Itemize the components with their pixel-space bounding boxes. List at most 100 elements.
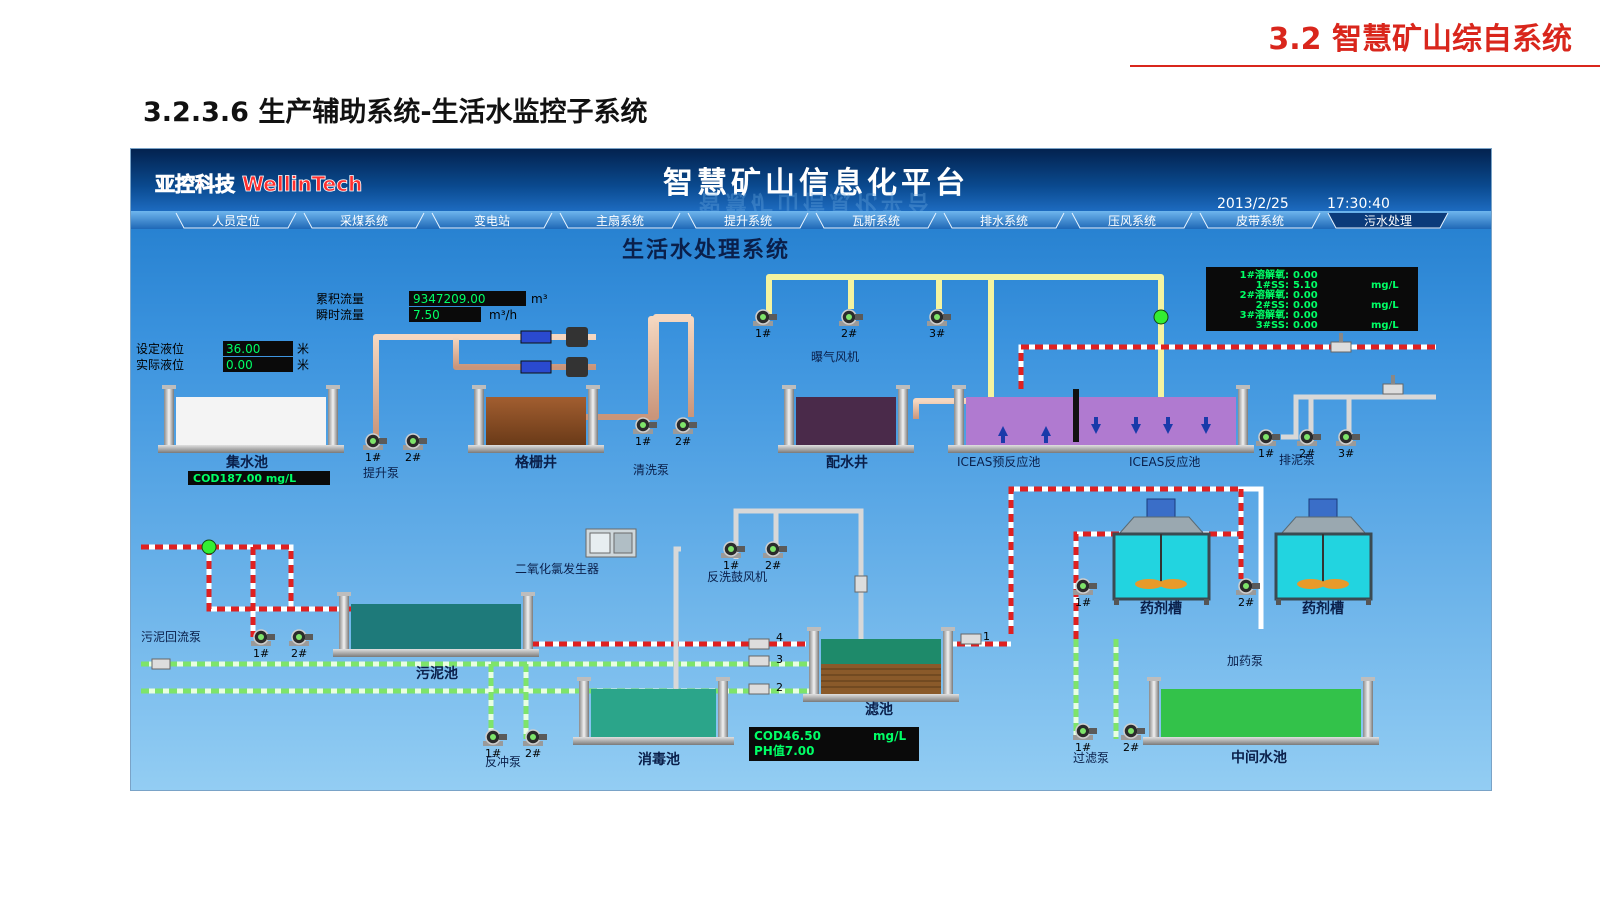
tank-distribute[interactable] [778, 385, 914, 453]
nav-tab-label: 皮带系统 [1236, 214, 1284, 228]
nav-bar [131, 211, 1491, 229]
tank-filter-label: 滤池 [865, 701, 893, 718]
tank-collect-label: 集水池 [225, 454, 268, 471]
actual-level-unit: 米 [297, 358, 309, 372]
dosing-pump-2[interactable]: 2# [1236, 578, 1260, 609]
blower-3[interactable]: 3# [927, 309, 951, 340]
filter-pump-2[interactable]: 2# [1121, 723, 1145, 754]
header-date: 2013/2/25 [1217, 196, 1289, 212]
tank-middle[interactable] [1143, 677, 1379, 745]
nav-tab-1[interactable]: 采煤系统 [303, 212, 425, 229]
app-logo: 亚控科技 WellinTech [155, 172, 362, 196]
nav-tab-0[interactable]: 人员定位 [175, 212, 297, 229]
pump-number: 2# [405, 451, 421, 464]
tank-collect[interactable] [158, 385, 344, 453]
tank-grid-label: 格栅井 [515, 454, 557, 471]
tank-grid[interactable] [468, 385, 604, 453]
pump-number: 2# [765, 559, 781, 572]
return-pump-2[interactable]: 2# [289, 629, 313, 660]
tank-sludge[interactable] [333, 592, 539, 657]
nav-tab-3[interactable]: 主扇系统 [559, 212, 681, 229]
dosing-pump-1[interactable]: 1# [1073, 578, 1097, 609]
backwash-blower-1[interactable]: 1# [721, 541, 745, 572]
pump-number: 1# [723, 559, 739, 572]
tank-middle-label: 中间水池 [1231, 749, 1287, 766]
outflow-cod-label: COD46.50 [754, 729, 821, 743]
nav-tab-2[interactable]: 变电站 [431, 212, 553, 229]
quality-unit: mg/L [1371, 300, 1399, 311]
blower-1[interactable]: 1# [753, 309, 777, 340]
tank-disinfect[interactable] [573, 677, 734, 745]
valve-drain-2[interactable] [1382, 375, 1404, 395]
tank-labels: 集水池 格栅井 配水井 污泥池 消毒池 滤池 中间水池 药剂槽 药剂槽 [225, 454, 1344, 768]
pump-number: 1# [253, 647, 269, 660]
quality-unit: mg/L [1371, 320, 1399, 331]
backflush-pump-1[interactable]: 1# [483, 729, 507, 760]
cod-collect-box [188, 471, 330, 485]
quality-label: 2#SS: [1256, 300, 1289, 311]
quality-label: 1#SS: [1256, 280, 1289, 291]
grey-pipes [673, 394, 1436, 744]
valve-label-2: 2 [776, 681, 783, 694]
cumulative-flow-unit: m³ [531, 292, 548, 306]
valve-label-3: 3 [776, 653, 783, 666]
backwash-blower-label: 反洗鼓风机 [707, 570, 767, 584]
valve-drain-1[interactable] [1330, 333, 1352, 353]
valve-return-green[interactable] [201, 539, 217, 555]
pump-number: 1# [755, 327, 771, 340]
chlorine-dioxide-generator[interactable] [585, 528, 637, 558]
instant-flow-unit: m³/h [489, 308, 517, 322]
nav-tab-5[interactable]: 瓦斯系统 [815, 212, 937, 229]
nav-tab-7[interactable]: 压风系统 [1071, 212, 1193, 229]
tank-iceas-pre-label: ICEAS预反应池 [957, 454, 1040, 469]
nav-tabs: 人员定位采煤系统变电站主扇系统 提升系统 瓦斯系统 排水系统压风系统 皮带系统 污水处理 [175, 212, 1449, 229]
valve-left-green[interactable] [151, 658, 171, 670]
tank-filter[interactable] [803, 627, 959, 702]
valve-filter-2[interactable] [748, 683, 770, 695]
outflow-ph: PH值7.00 [754, 743, 814, 758]
wash-pump-1[interactable]: 1# [633, 417, 657, 448]
pump-number: 1# [1258, 447, 1274, 460]
wash-pump-2[interactable]: 2# [673, 417, 697, 448]
filter-pump-1[interactable]: 1# [1073, 723, 1097, 754]
valve-filter-4[interactable] [748, 638, 770, 650]
quality-row-0: 1#溶解氧: 0.00 [1240, 268, 1318, 281]
valve-air-green[interactable] [1153, 309, 1169, 325]
lift-pump-2[interactable]: 2# [403, 433, 427, 464]
nav-tab-4[interactable]: 提升系统 [687, 212, 809, 229]
nav-tab-9[interactable]: 污水处理 [1327, 212, 1449, 229]
drain-pump-1[interactable]: 1# [1256, 429, 1280, 460]
backflush-pump-2[interactable]: 2# [523, 729, 547, 760]
platform-title-reflection: 智慧矿山信息化平台 [699, 189, 933, 215]
valves [151, 309, 1404, 695]
valve-backwash-air[interactable] [854, 575, 868, 593]
outflow-cod-unit: mg/L [873, 729, 906, 743]
chem-tank-1[interactable] [1112, 498, 1211, 605]
app-header [131, 149, 1491, 211]
quality-value: 0.00 [1293, 310, 1318, 321]
quality-label: 1#溶解氧: [1240, 268, 1289, 281]
nav-tab-label: 提升系统 [724, 213, 772, 228]
quality-value: 0.00 [1293, 270, 1318, 281]
nav-tab-label: 瓦斯系统 [852, 214, 900, 228]
blower-2[interactable]: 2# [839, 309, 863, 340]
return-pump-1[interactable]: 1# [251, 629, 275, 660]
valve-label-4: 4 [776, 631, 783, 644]
valve-filter-3[interactable] [748, 655, 770, 667]
quality-row-2: 2#溶解氧:0.00 [1240, 288, 1318, 301]
tank-sludge-label: 污泥池 [416, 665, 458, 682]
quality-label: 3#溶解氧: [1240, 308, 1289, 321]
drain-pump-2[interactable]: 2# [1297, 429, 1321, 460]
tank-iceas[interactable] [948, 385, 1254, 453]
nav-tab-8[interactable]: 皮带系统 [1199, 212, 1321, 229]
nav-tab-6[interactable]: 排水系统 [943, 212, 1065, 229]
drain-pump-3[interactable]: 3# [1336, 429, 1360, 460]
backwash-blower-2[interactable]: 2# [763, 541, 787, 572]
instant-flow-value: 7.50 [413, 308, 440, 322]
chem-tank-2[interactable] [1274, 498, 1373, 605]
cumulative-flow-value: 9347209.00 [413, 292, 486, 306]
lift-pump-1[interactable]: 1# [363, 433, 387, 464]
valve-filter-1[interactable] [960, 633, 982, 645]
pump-number: 3# [1338, 447, 1354, 460]
